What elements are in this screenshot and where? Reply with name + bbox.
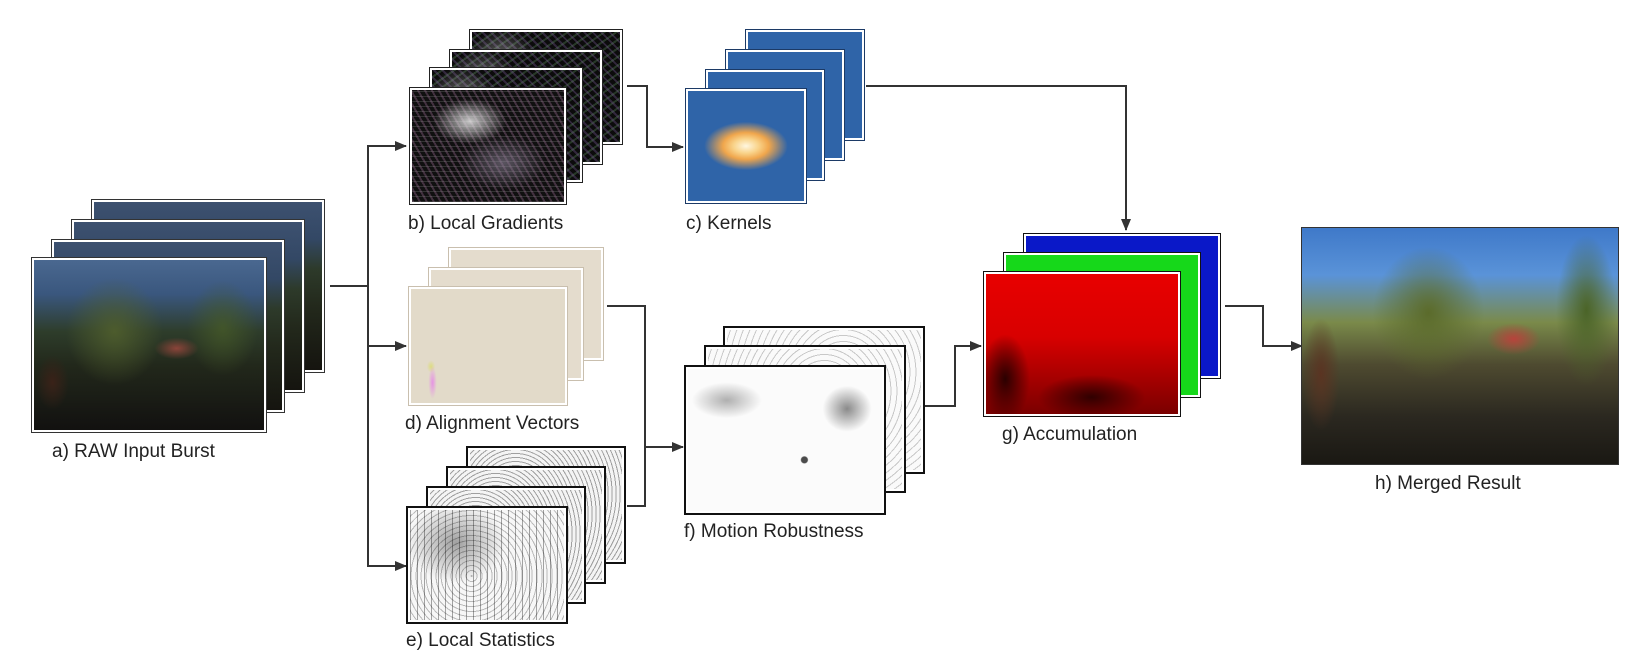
- caption-accumulation: g) Accumulation: [1002, 424, 1138, 445]
- arrow-kernels-accumulation: [866, 85, 1131, 231]
- caption-raw-input-burst: a) RAW Input Burst: [52, 441, 215, 462]
- caption-merged-result: h) Merged Result: [1375, 473, 1521, 494]
- caption-kernels: c) Kernels: [686, 213, 772, 234]
- arrow-raw-gradients: [367, 141, 407, 286]
- arrow-robustness-accumulation: [925, 341, 982, 407]
- caption-alignment-vectors: d) Alignment Vectors: [405, 413, 580, 434]
- caption-local-gradients: b) Local Gradients: [408, 213, 564, 234]
- arrow-alignment-robustness: [607, 305, 684, 452]
- accumulation-red-channel: [983, 271, 1181, 417]
- robustness-frame-1: [684, 365, 886, 515]
- alignment-frame-1: [408, 286, 568, 406]
- arrow-gradients-kernels: [627, 85, 684, 152]
- caption-local-statistics: e) Local Statistics: [406, 630, 555, 651]
- arrow-statistics-robustness: [627, 447, 646, 507]
- statistics-frame-1: [406, 506, 568, 624]
- arrow-raw-statistics: [367, 286, 407, 571]
- gradient-frame-1: [409, 87, 567, 205]
- caption-motion-robustness: f) Motion Robustness: [684, 521, 864, 542]
- merged-result-image: [1301, 227, 1619, 465]
- arrow-raw-alignment: [367, 286, 407, 351]
- raw-frame-1: [31, 257, 267, 433]
- kernel-frame-1: [685, 88, 807, 204]
- arrow-accumulation-merged: [1225, 305, 1303, 351]
